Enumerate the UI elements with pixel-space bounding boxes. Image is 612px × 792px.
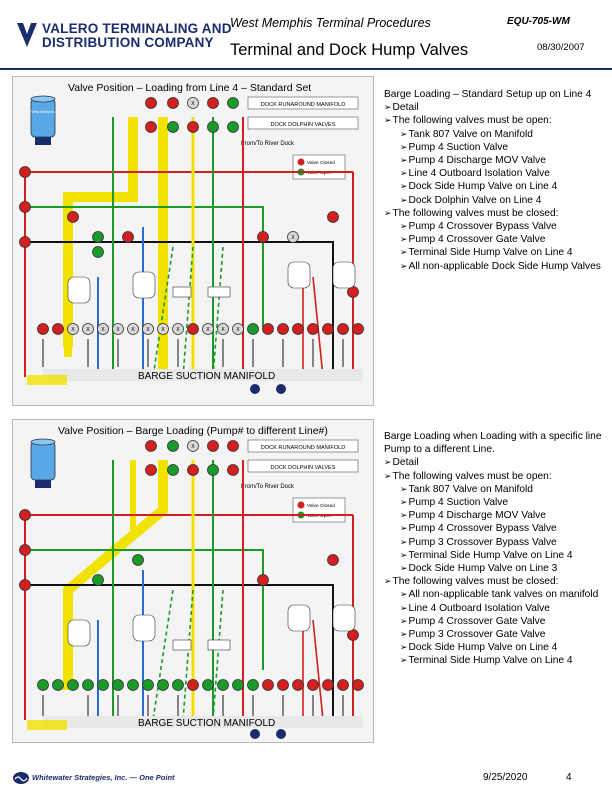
- section2-open-intro: The following valves must be open:: [384, 470, 606, 483]
- section1-closed-item: Pump 4 Crossover Bypass Valve: [384, 220, 606, 233]
- pump-box: [67, 604, 356, 651]
- section2-open-item: Dock Side Hump Valve on Line 3: [384, 562, 606, 575]
- procedure-title: West Memphis Terminal Procedures: [230, 16, 431, 30]
- footer-company: Whitewater Strategies, Inc. — One Point: [32, 773, 175, 782]
- header-divider: [0, 68, 612, 70]
- dock-runaround-manifold-label: DOCK RUNAROUND MANIFOLD: [261, 102, 346, 108]
- valve-closed-icon: [297, 158, 305, 166]
- section2-open-item: Terminal Side Hump Valve on Line 4: [384, 549, 606, 562]
- valve-diagram-svg: X Valve Position – Loading from Line 4 –…: [13, 77, 373, 405]
- company-name: VALERO TERMINALING AND DISTRIBUTION COMP…: [42, 22, 232, 50]
- river-dock-label: From/To River Dock: [241, 141, 295, 147]
- valve-diagram-line4-standard: X Valve Position – Loading from Line 4 –…: [12, 76, 374, 406]
- valve-closed-icon: [297, 501, 305, 509]
- valero-logo-icon: [17, 23, 37, 47]
- section2-closed-item: Dock Side Hump Valve on Line 4: [384, 641, 606, 654]
- diagram2-title: Valve Position – Barge Loading (Pump# to…: [58, 425, 328, 437]
- storage-tank-icon: [30, 438, 56, 481]
- document-date: 08/30/2007: [537, 42, 585, 53]
- valve-diagram-svg: Valve Position – Barge Loading (Pump# to…: [13, 420, 373, 742]
- suction-manifold-label: BARGE SUCTION MANIFOLD: [138, 371, 275, 382]
- section2-detail: Detail: [384, 456, 606, 469]
- section1-closed-item: Pump 4 Crossover Gate Valve: [384, 233, 606, 246]
- document-id: EQU-705-WM: [507, 16, 570, 27]
- section1-open-item: Dock Side Hump Valve on Line 4: [384, 180, 606, 193]
- section1-closed-item: Terminal Side Hump Valve on Line 4: [384, 246, 606, 259]
- section2-closed-item: Pump 3 Crossover Gate Valve: [384, 628, 606, 641]
- section2-open-item: Pump 4 Suction Valve: [384, 496, 606, 509]
- company-name-line1: VALERO TERMINALING AND: [42, 21, 232, 36]
- pump-box: [67, 261, 356, 304]
- section2-heading: Barge Loading when Loading with a specif…: [384, 431, 602, 456]
- section1-heading: Barge Loading – Standard Setup up on Lin…: [384, 89, 592, 100]
- legend-closed-label: Valve Closed: [307, 160, 335, 166]
- company-name-line2: DISTRIBUTION COMPANY: [42, 35, 214, 50]
- section1-open-item: Pump 4 Discharge MOV Valve: [384, 154, 606, 167]
- svg-text:West Memphis: West Memphis: [31, 110, 55, 114]
- section1-open-item: Dock Dolphin Valve on Line 4: [384, 194, 606, 207]
- page-number: 4: [566, 772, 572, 783]
- section2-open-item: Tank 807 Valve on Manifold: [384, 483, 606, 496]
- whitewater-logo-icon: [13, 772, 29, 784]
- section1-detail: Detail: [384, 101, 606, 114]
- dock-dolphin-valves-label: DOCK DOLPHIN VALVES: [270, 122, 335, 128]
- section2-closed-item: Pump 4 Crossover Gate Valve: [384, 615, 606, 628]
- section2-closed-item: Terminal Side Hump Valve on Line 4: [384, 654, 606, 667]
- river-dock-label: From/To River Dock: [241, 484, 295, 490]
- section2-open-item: Pump 3 Crossover Bypass Valve: [384, 536, 606, 549]
- storage-tank-icon: West Memphis: [30, 95, 56, 138]
- dock-dolphin-valves-label: DOCK DOLPHIN VALVES: [270, 465, 335, 471]
- page-title: Terminal and Dock Hump Valves: [230, 41, 469, 59]
- diagram1-title: Valve Position – Loading from Line 4 – S…: [68, 82, 311, 94]
- section2-text: Barge Loading when Loading with a specif…: [384, 430, 606, 668]
- section2-open-item: Pump 4 Discharge MOV Valve: [384, 509, 606, 522]
- section1-closed-item: All non-applicable Dock Side Hump Valves: [384, 260, 606, 273]
- suction-manifold-label: BARGE SUCTION MANIFOLD: [138, 718, 275, 729]
- section1-open-item: Pump 4 Suction Valve: [384, 141, 606, 154]
- section1-open-item: Line 4 Outboard Isolation Valve: [384, 167, 606, 180]
- dock-runaround-manifold-label: DOCK RUNAROUND MANIFOLD: [261, 445, 346, 451]
- section1-text: Barge Loading – Standard Setup up on Lin…: [384, 88, 606, 273]
- section1-open-item: Tank 807 Valve on Manifold: [384, 128, 606, 141]
- legend-closed-label: Valve Closed: [307, 503, 335, 509]
- section1-closed-intro: The following valves must be closed:: [384, 207, 606, 220]
- section2-closed-intro: The following valves must be closed:: [384, 575, 606, 588]
- valve-diagram-pump-to-different-line: Valve Position – Barge Loading (Pump# to…: [12, 419, 374, 743]
- section2-open-item: Pump 4 Crossover Bypass Valve: [384, 522, 606, 535]
- footer-date: 9/25/2020: [483, 772, 528, 783]
- section2-closed-item: Line 4 Outboard Isolation Valve: [384, 602, 606, 615]
- section2-closed-item: All non-applicable tank valves on manifo…: [384, 588, 606, 601]
- section1-open-intro: The following valves must be open:: [384, 114, 606, 127]
